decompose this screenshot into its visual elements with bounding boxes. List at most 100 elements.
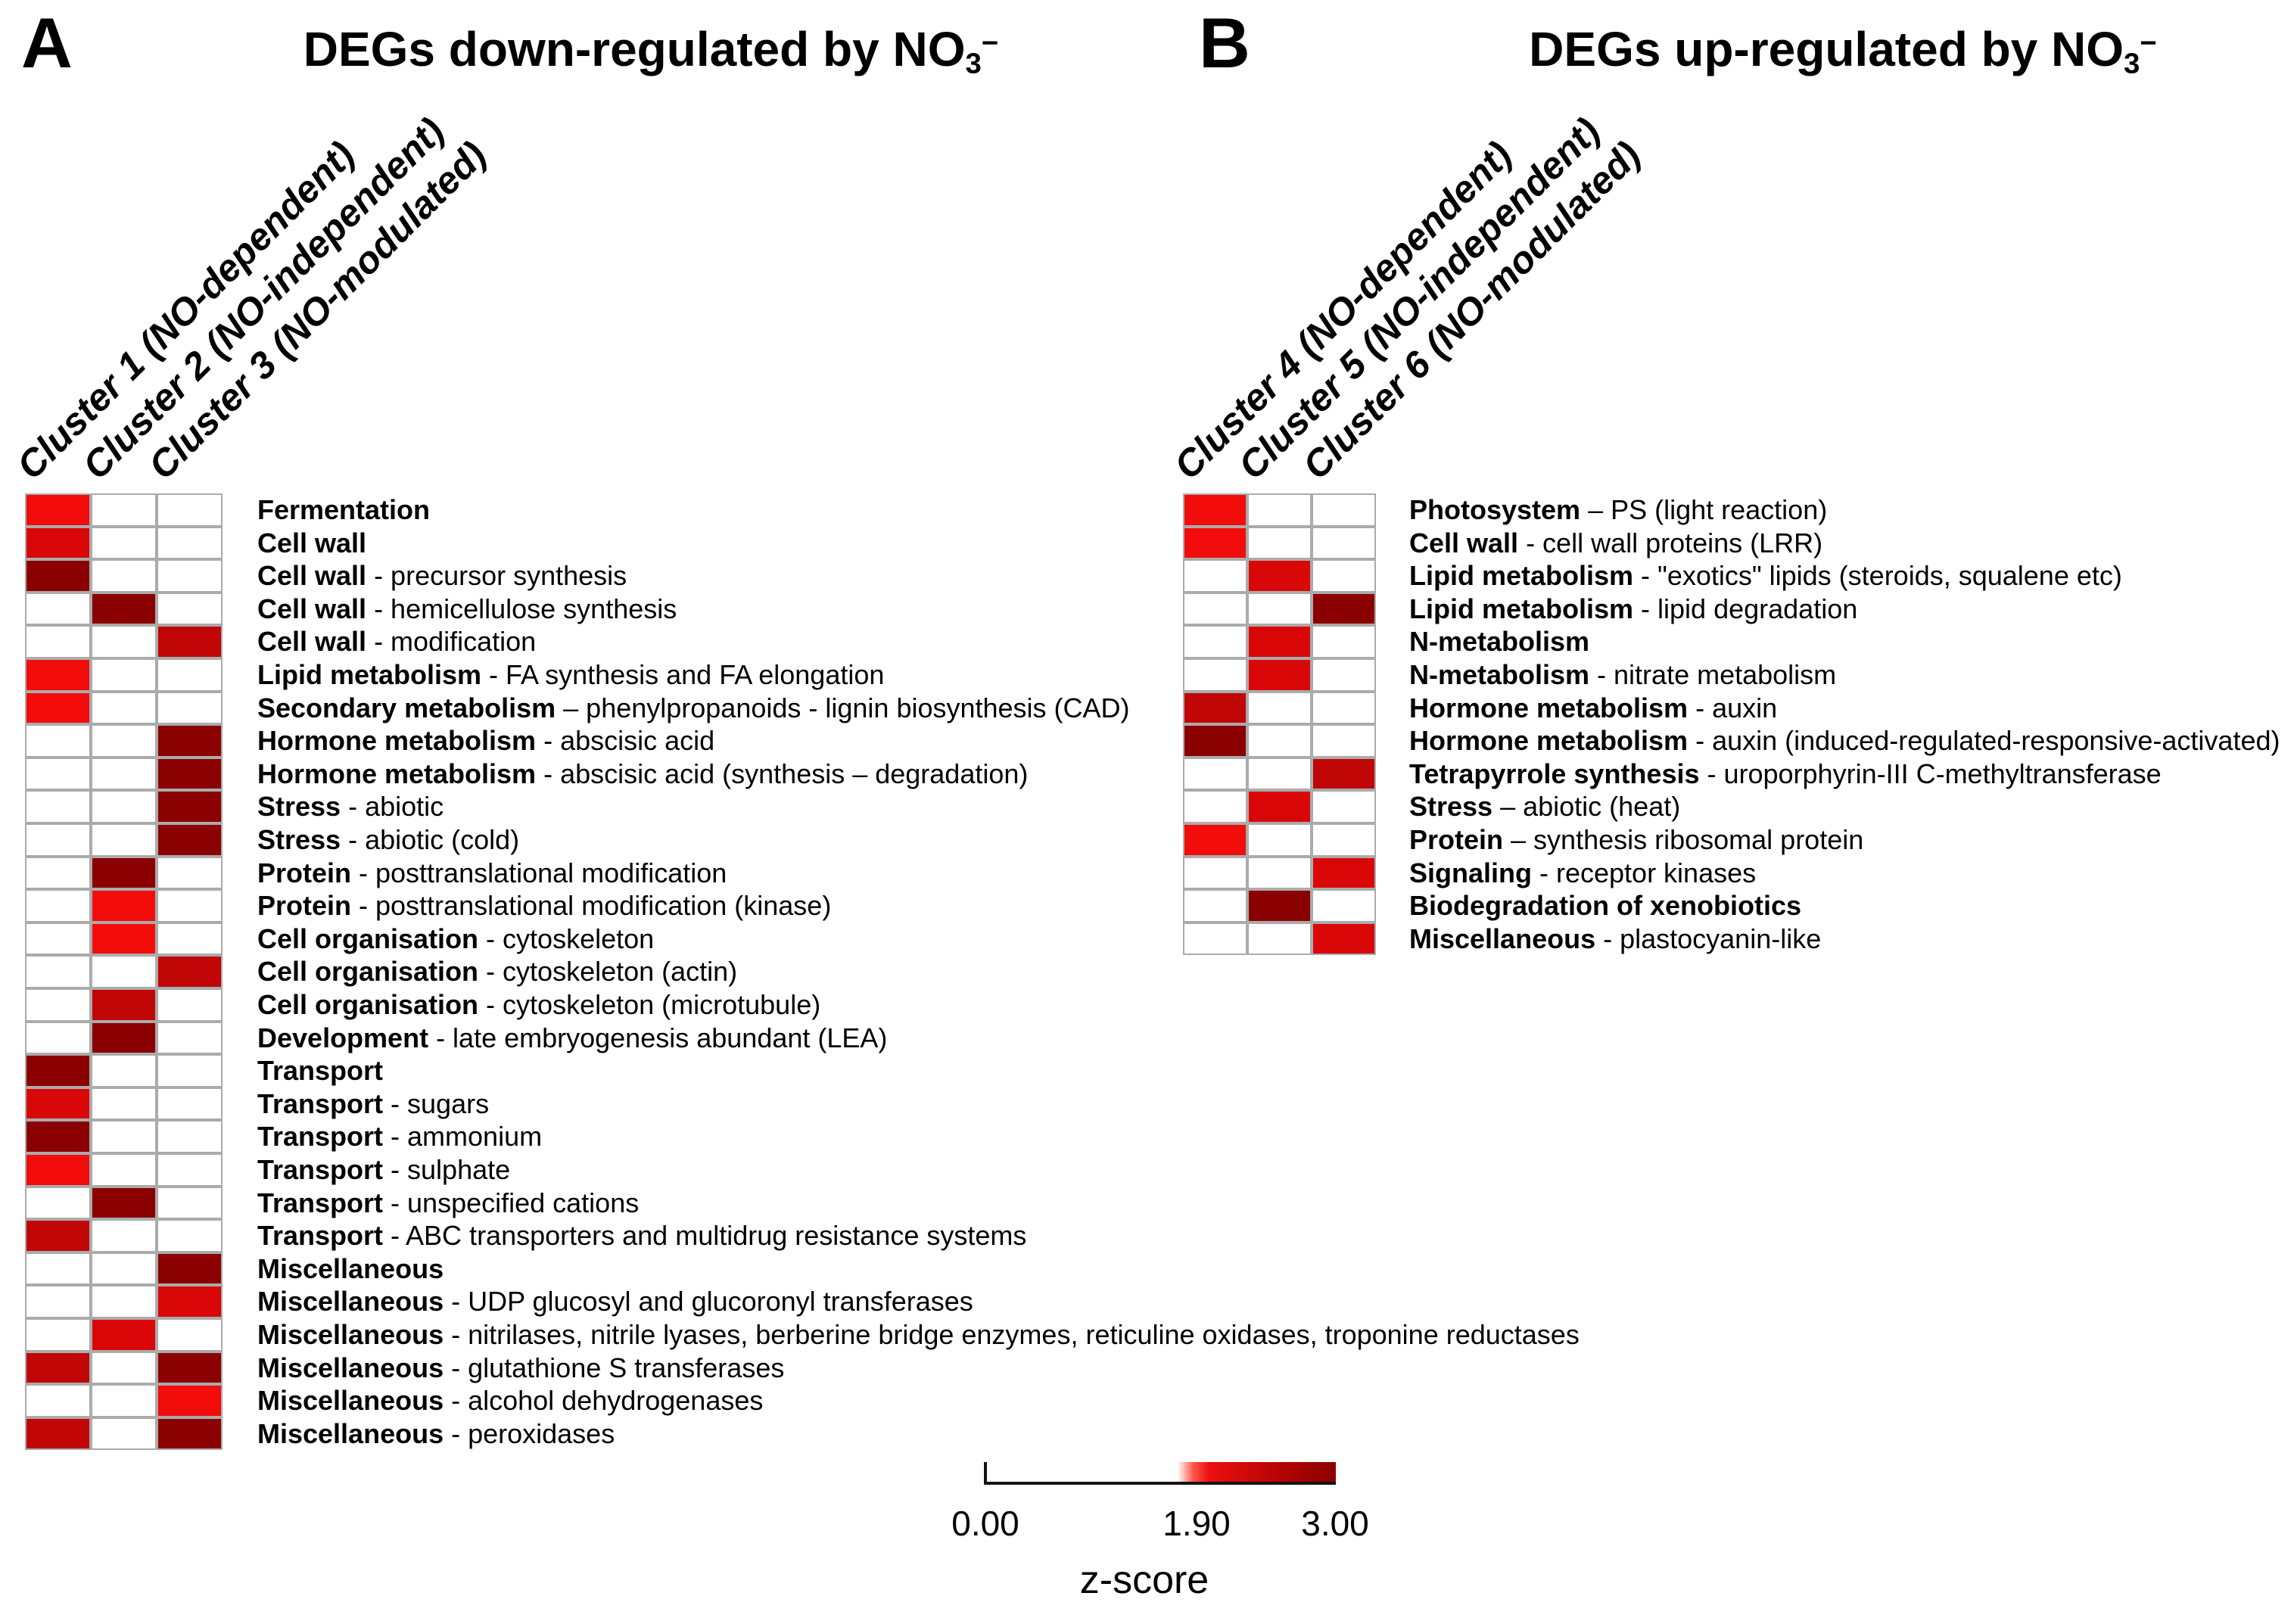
row-label: Transport - sulphate: [257, 1153, 510, 1187]
heatmap-cell: [25, 724, 91, 758]
row-label-category: Transport: [257, 1187, 384, 1218]
row-label-detail: - nitrilases, nitrile lyases, berberine …: [444, 1319, 1580, 1350]
row-label: Cell wall - modification: [257, 625, 536, 658]
heatmap-cell: [157, 790, 223, 823]
row-label-category: Hormone metabolism: [257, 725, 537, 757]
heatmap-cell: [1183, 790, 1247, 823]
heatmap-cell: [25, 1120, 91, 1153]
row-label: Lipid metabolism - lipid degradation: [1409, 593, 1857, 626]
heatmap-cell: [157, 1219, 223, 1252]
heatmap-cell: [25, 1087, 91, 1121]
heatmap-cell: [91, 955, 157, 988]
row-label-category: Lipid metabolism: [257, 659, 482, 690]
heatmap-cell: [25, 823, 91, 857]
row-label: Miscellaneous - glutathione S transferas…: [257, 1352, 784, 1385]
row-label: Protein – synthesis ribosomal protein: [1409, 823, 1863, 857]
colorbar-tick-0: 0.00: [951, 1504, 1019, 1543]
heatmap-cell: [25, 1186, 91, 1220]
heatmap-cell: [91, 1219, 157, 1252]
heatmap-cell: [1312, 493, 1376, 527]
heatmap-cell: [25, 1351, 91, 1385]
heatmap-cell: [1247, 592, 1312, 626]
colorbar-axis-label: z-score: [1079, 1558, 1209, 1602]
row-label: Cell organisation - cytoskeleton (microt…: [257, 988, 820, 1022]
row-label: Hormone metabolism - auxin: [1409, 692, 1777, 725]
heatmap-cell: [91, 724, 157, 758]
row-label-detail: - abiotic: [341, 791, 444, 823]
row-label: Fermentation: [257, 493, 430, 527]
row-label-category: Cell organisation: [257, 922, 479, 954]
row-label-category: N-metabolism: [1409, 659, 1590, 690]
row-label-category: Protein: [257, 857, 352, 888]
heatmap-cell: [91, 1285, 157, 1318]
row-label: Transport: [257, 1054, 383, 1087]
heatmap-cell: [1312, 823, 1376, 857]
panel-a-letter: A: [21, 3, 73, 82]
row-label-category: Transport: [257, 1055, 384, 1087]
heatmap-cell: [91, 1186, 157, 1220]
row-label-category: Transport: [257, 1087, 384, 1119]
heatmap-cell: [25, 658, 91, 692]
row-label-detail: - ABC transporters and multidrug resista…: [383, 1220, 1027, 1252]
row-label: Stress – abiotic (heat): [1409, 790, 1680, 823]
row-label: Stress - abiotic: [257, 790, 444, 823]
heatmap-cell: [157, 1153, 223, 1187]
row-label: Cell wall - cell wall proteins (LRR): [1409, 527, 1822, 560]
row-label-category: N-metabolism: [1409, 626, 1590, 658]
heatmap-cell: [91, 592, 157, 626]
heatmap-cell: [157, 1021, 223, 1055]
heatmap-cell: [1312, 658, 1376, 692]
row-label-detail: - abiotic (cold): [341, 824, 520, 855]
heatmap-cell: [1312, 757, 1376, 791]
row-label-category: Cell wall: [257, 560, 367, 592]
heatmap-cell: [1312, 856, 1376, 890]
heatmap-cell: [25, 955, 91, 988]
heatmap-cell: [1247, 757, 1312, 791]
heatmap-cell: [157, 955, 223, 988]
heatmap-cell: [1183, 625, 1247, 658]
row-label-detail: - cytoskeleton: [478, 922, 655, 954]
panel-b-title: DEGs up-regulated by NO3−: [1287, 21, 2294, 81]
row-label: Miscellaneous - alcohol dehydrogenases: [257, 1384, 763, 1417]
row-label: Stress - abiotic (cold): [257, 823, 519, 857]
heatmap-cell: [1183, 526, 1247, 560]
heatmap-cell: [91, 691, 157, 725]
heatmap-cell: [1183, 493, 1247, 527]
heatmap-cell: [25, 1285, 91, 1318]
colorbar-tick-2: 3.00: [1301, 1504, 1369, 1543]
heatmap-cell: [25, 922, 91, 956]
row-label-detail: - auxin: [1688, 692, 1778, 723]
row-label: Development - late embryogenesis abundan…: [257, 1022, 887, 1055]
row-label: Miscellaneous - nitrilases, nitrile lyas…: [257, 1318, 1580, 1352]
heatmap-cell: [157, 1252, 223, 1286]
heatmap-cell: [1312, 691, 1376, 725]
heatmap-cell: [1183, 724, 1247, 758]
row-label-detail: - abscisic acid (synthesis – degradation…: [536, 758, 1029, 789]
heatmap-cell: [1183, 856, 1247, 890]
heatmap-cell: [157, 526, 223, 560]
heatmap-cell: [157, 1054, 223, 1087]
row-label-category: Stress: [257, 824, 341, 855]
heatmap-cell: [1247, 658, 1312, 692]
row-label-detail: - ammonium: [383, 1121, 543, 1153]
heatmap-cell: [91, 1318, 157, 1352]
heatmap-cell: [1183, 823, 1247, 857]
heatmap-cell: [1183, 559, 1247, 593]
row-label: Miscellaneous - UDP glucosyl and glucoro…: [257, 1285, 973, 1318]
heatmap-cell: [157, 1351, 223, 1385]
heatmap-cell: [25, 526, 91, 560]
row-label: Miscellaneous - plastocyanin-like: [1409, 922, 1821, 956]
row-label: Protein - posttranslational modification: [257, 857, 727, 890]
heatmap-cell: [157, 856, 223, 890]
row-label-detail: - posttranslational modification (kinase…: [351, 890, 832, 922]
heatmap-cell: [91, 757, 157, 791]
heatmap-cell: [1312, 790, 1376, 823]
heatmap-cell: [1312, 526, 1376, 560]
heatmap-cell: [25, 625, 91, 658]
heatmap-cell: [1247, 823, 1312, 857]
heatmap-cell: [25, 592, 91, 626]
heatmap-cell: [91, 493, 157, 527]
row-label: Secondary metabolism – phenylpropanoids …: [257, 692, 1130, 725]
heatmap-cell: [91, 526, 157, 560]
heatmap-cell: [157, 922, 223, 956]
